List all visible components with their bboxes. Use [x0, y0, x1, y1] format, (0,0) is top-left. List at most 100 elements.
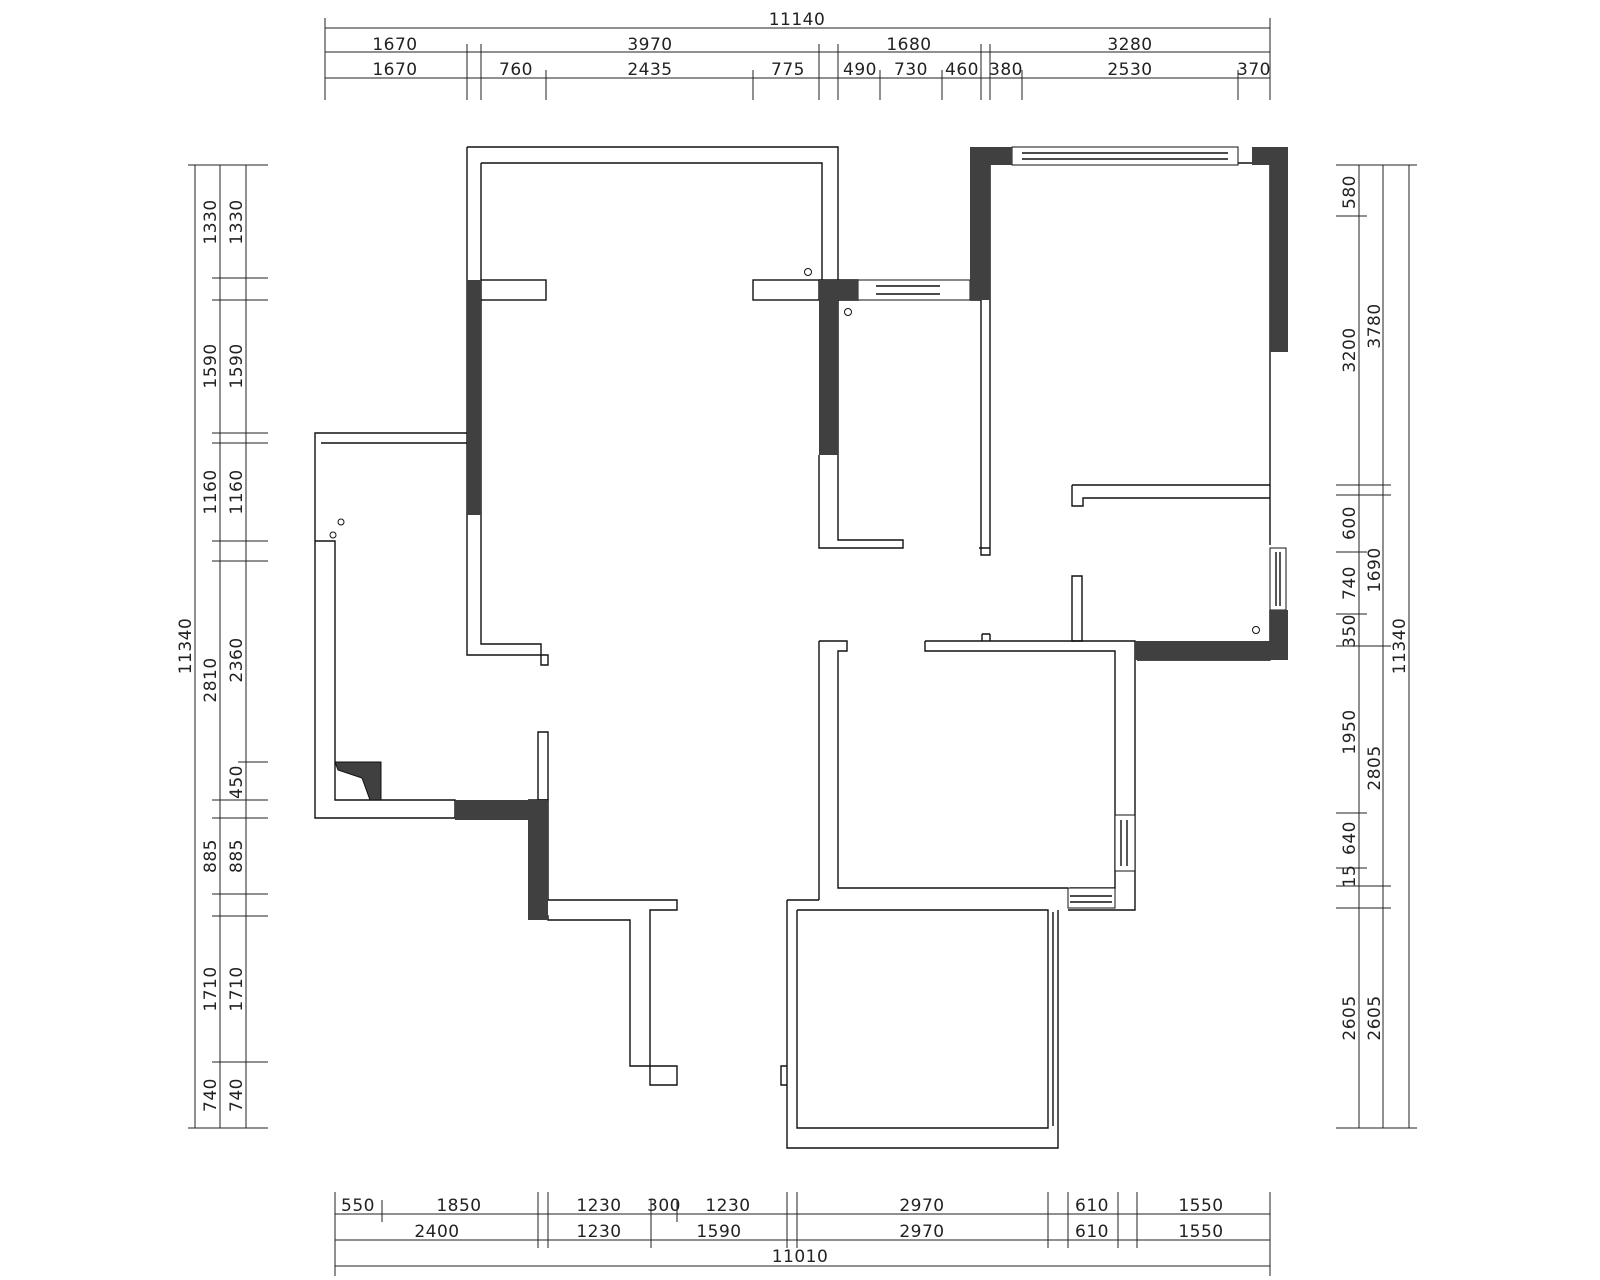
bottom-room-notch	[780, 1065, 787, 1086]
right-outer-2805: 2805	[1365, 745, 1385, 790]
left-inner-1330: 1330	[227, 199, 247, 244]
bottom-dimension-1230c: 1230	[576, 1222, 621, 1242]
left-outer-1590: 1590	[201, 343, 221, 388]
right-total-dimension: 11340	[1390, 618, 1410, 675]
top-dimension-370: 370	[1237, 60, 1271, 80]
top-dimension-2530: 2530	[1107, 60, 1152, 80]
structural-wall-left-living	[467, 280, 481, 515]
bottom-room-walls	[786, 899, 1059, 1149]
bottom-dimension-1230b: 1230	[705, 1196, 750, 1216]
master-bedroom-window	[1011, 146, 1239, 166]
left-room-outline	[314, 432, 467, 819]
second-bedroom-walls	[818, 640, 1136, 911]
top-dimension-730: 730	[894, 60, 928, 80]
bedroom-partition	[1071, 484, 1270, 507]
drain-point-icon	[329, 531, 337, 539]
structural-wall-corner-horizontal	[455, 800, 548, 820]
drain-point-icon	[804, 268, 812, 276]
left-inner-1710: 1710	[227, 966, 247, 1011]
right-inner-580: 580	[1340, 175, 1360, 209]
structural-wall-bedroom-left	[970, 147, 990, 300]
bottom-dimension-2400: 2400	[414, 1222, 459, 1242]
structural-wall-kitchen-left	[819, 280, 838, 455]
right-inner-2605: 2605	[1340, 995, 1360, 1040]
left-inner-2360: 2360	[227, 637, 247, 682]
left-inner-1590: 1590	[227, 343, 247, 388]
bottom-dimension-chain: 550 1850 1230 300 1230 2970 610 1550 240…	[334, 1192, 1271, 1276]
bottom-dimension-1590: 1590	[696, 1222, 741, 1242]
bottom-dimension-550: 550	[341, 1196, 375, 1216]
second-bedroom-window	[1114, 814, 1136, 872]
top-dimension-3970: 3970	[627, 35, 672, 55]
right-inner-1950: 1950	[1340, 709, 1360, 754]
left-outer-1160: 1160	[201, 469, 221, 514]
drain-point-icon	[844, 308, 852, 316]
master-bedroom-walls	[989, 162, 1271, 661]
top-dimension-380: 380	[989, 60, 1023, 80]
structural-wall-bedroom-right	[1270, 147, 1288, 352]
wall-stub-top-left	[480, 279, 547, 301]
right-inner-640: 640	[1340, 821, 1360, 855]
top-dimension-2435: 2435	[627, 60, 672, 80]
structural-wall-corner-vertical	[528, 800, 548, 920]
bottom-total-dimension: 11010	[772, 1247, 829, 1267]
floor-drain-triangle	[334, 761, 382, 801]
left-room-lower-wall	[537, 731, 549, 801]
bottom-dimension-610b: 610	[1075, 1222, 1109, 1242]
top-dimension-490: 490	[843, 60, 877, 80]
living-left-wall	[466, 280, 549, 666]
left-dimension-chain: 11340 1330 1590 1160 2810 885 1710 740 1…	[176, 164, 268, 1129]
left-inner-740: 740	[227, 1078, 247, 1112]
top-dimension-1670b: 1670	[372, 60, 417, 80]
bottom-dimension-1550a: 1550	[1178, 1196, 1223, 1216]
right-outer-1690: 1690	[1365, 547, 1385, 592]
structural-wall-kitchen-top	[819, 280, 858, 300]
right-window	[1269, 547, 1287, 611]
left-outer-740: 740	[201, 1078, 221, 1112]
top-total-dimension: 11140	[769, 10, 826, 30]
bottom-dimension-1850: 1850	[436, 1196, 481, 1216]
kitchen-window	[857, 279, 971, 301]
left-total-dimension: 11340	[176, 618, 196, 675]
bottom-dimension-300: 300	[647, 1196, 681, 1216]
right-inner-600: 600	[1340, 506, 1360, 540]
left-outer-1330: 1330	[201, 199, 221, 244]
left-inner-450: 450	[227, 765, 247, 799]
kitchen-right-wall	[970, 299, 991, 556]
drain-point-icon	[337, 518, 345, 526]
left-outer-2810: 2810	[201, 657, 221, 702]
right-dimension-chain: 11340 580 3200 600 740 350 1950 640 15 2…	[1336, 164, 1417, 1129]
right-inner-350: 350	[1340, 614, 1360, 648]
second-bedroom-bottom-window	[1067, 887, 1116, 909]
structural-wall-bottom-band	[1135, 641, 1288, 660]
bottom-dimension-2970a: 2970	[899, 1196, 944, 1216]
wall-stub-top-right	[752, 279, 820, 301]
corridor-wall	[528, 799, 678, 1086]
top-dimension-chain: 11140 1670 3970 1680 3280 1670 760 2435 …	[324, 10, 1271, 100]
left-outer-1710: 1710	[201, 966, 221, 1011]
bottom-dimension-1230a: 1230	[576, 1196, 621, 1216]
top-dimension-775: 775	[771, 60, 805, 80]
right-outer-2605: 2605	[1365, 995, 1385, 1040]
left-inner-885: 885	[227, 839, 247, 873]
bottom-dimension-2970b: 2970	[899, 1222, 944, 1242]
right-inner-15: 15	[1340, 865, 1360, 888]
drain-point-icon	[1252, 626, 1260, 634]
wardrobe-partition	[1071, 575, 1083, 642]
top-dimension-760: 760	[499, 60, 533, 80]
top-dimension-3280: 3280	[1107, 35, 1152, 55]
balcony-wall-outline	[466, 146, 839, 280]
right-outer-3780: 3780	[1365, 303, 1385, 348]
fixtures	[329, 268, 1260, 801]
structural-walls	[455, 147, 1288, 920]
left-outer-885: 885	[201, 839, 221, 873]
right-inner-740: 740	[1340, 566, 1360, 600]
bottom-dimension-1550b: 1550	[1178, 1222, 1223, 1242]
left-inner-1160: 1160	[227, 469, 247, 514]
bottom-dimension-610a: 610	[1075, 1196, 1109, 1216]
top-dimension-1670: 1670	[372, 35, 417, 55]
right-inner-3200: 3200	[1340, 327, 1360, 372]
top-dimension-460: 460	[945, 60, 979, 80]
top-dimension-1680: 1680	[886, 35, 931, 55]
